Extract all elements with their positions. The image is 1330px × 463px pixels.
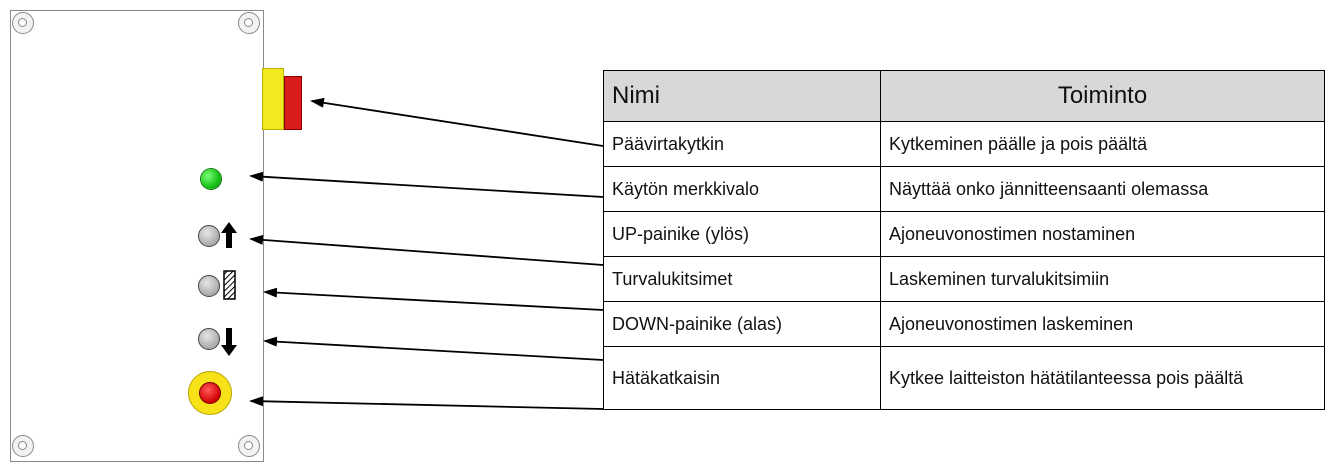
- emergency-stop-button[interactable]: [188, 371, 232, 415]
- row-function: Laskeminen turvalukitsimiin: [880, 256, 1325, 302]
- up-button[interactable]: [198, 225, 220, 247]
- row-name: Käytön merkkivalo: [603, 166, 881, 212]
- main-switch-handle[interactable]: [284, 76, 302, 130]
- row-name: UP-painike (ylös): [603, 211, 881, 257]
- hatched-lock-icon: [223, 270, 236, 300]
- header-name: Nimi: [603, 70, 881, 122]
- table-row: UP-painike (ylös) Ajoneuvonostimen nosta…: [603, 211, 1325, 257]
- screw-bottom-left: [12, 435, 34, 457]
- table-row: DOWN-painike (alas) Ajoneuvonostimen las…: [603, 301, 1325, 347]
- row-name: DOWN-painike (alas): [603, 301, 881, 347]
- row-name: Hätäkatkaisin: [603, 346, 881, 410]
- table-header-row: Nimi Toiminto: [603, 70, 1325, 122]
- arrow-main-switch: [310, 97, 604, 147]
- row-function: Ajoneuvonostimen laskeminen: [880, 301, 1325, 347]
- screw-top-right: [238, 12, 260, 34]
- row-function: Kytkee laitteiston hätätilanteessa pois …: [880, 346, 1325, 410]
- row-name: Päävirtakytkin: [603, 121, 881, 167]
- table-row: Päävirtakytkin Kytkeminen päälle ja pois…: [603, 121, 1325, 167]
- safety-lock-button[interactable]: [198, 275, 220, 297]
- table-row: Turvalukitsimet Laskeminen turvalukitsim…: [603, 256, 1325, 302]
- row-name: Turvalukitsimet: [603, 256, 881, 302]
- arrow-down-button: [263, 336, 604, 361]
- power-indicator-light: [201, 169, 221, 189]
- main-switch-base[interactable]: [262, 68, 284, 130]
- row-function: Kytkeminen päälle ja pois päältä: [880, 121, 1325, 167]
- arrow-up-button: [249, 234, 604, 266]
- component-table: Nimi Toiminto Päävirtakytkin Kytkeminen …: [603, 70, 1325, 410]
- table-row: Käytön merkkivalo Näyttää onko jännittee…: [603, 166, 1325, 212]
- down-arrow-icon: [221, 328, 237, 356]
- table-row: Hätäkatkaisin Kytkee laitteiston hätätil…: [603, 346, 1325, 410]
- screw-bottom-right: [238, 435, 260, 457]
- down-button[interactable]: [198, 328, 220, 350]
- header-function: Toiminto: [880, 70, 1325, 122]
- up-arrow-icon: [221, 222, 237, 248]
- arrow-safety-lock: [263, 287, 604, 311]
- arrow-emergency-stop: [249, 396, 604, 410]
- row-function: Näyttää onko jännitteensaanti olemassa: [880, 166, 1325, 212]
- arrow-indicator-light: [249, 171, 604, 198]
- row-function: Ajoneuvonostimen nostaminen: [880, 211, 1325, 257]
- screw-top-left: [12, 12, 34, 34]
